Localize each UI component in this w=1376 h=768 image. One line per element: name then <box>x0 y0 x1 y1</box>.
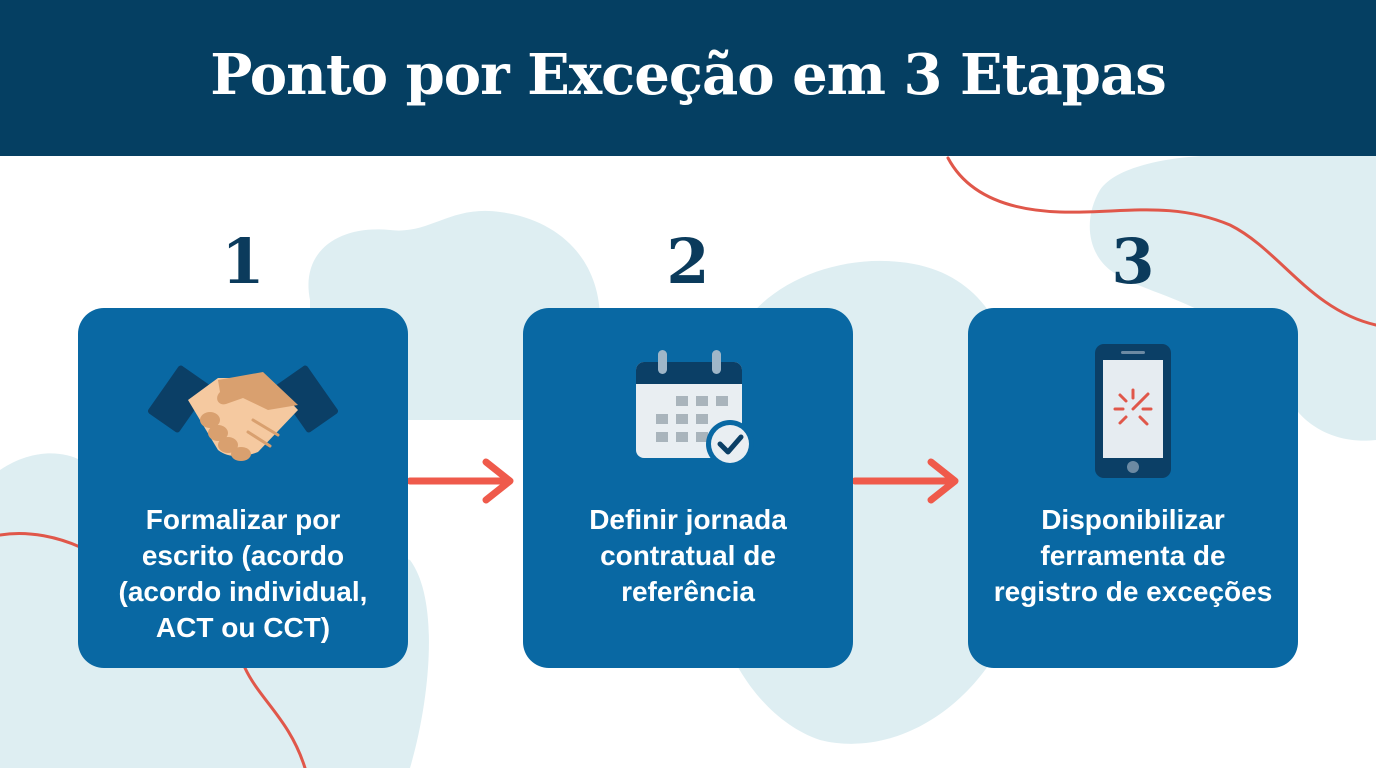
step-card-3: Disponibilizar ferramenta de registro de… <box>968 308 1298 668</box>
handshake-icon <box>78 340 408 480</box>
accent-curve-left <box>0 531 82 549</box>
text-line: (acordo individual, <box>118 576 368 607</box>
step-card-1: Formalizar por escrito (acordo (acordo i… <box>78 308 408 668</box>
text-line: contratual de <box>600 540 776 571</box>
text-line: Definir jornada <box>589 504 787 535</box>
step-card-2: Definir jornada contratual de referência <box>523 308 853 668</box>
text-line: ACT ou CCT) <box>155 612 331 643</box>
text-line: ferramenta de <box>1040 540 1226 571</box>
text-line: Formalizar por <box>145 504 341 535</box>
arrow-right-icon <box>853 458 959 504</box>
step-number-3: 3 <box>1111 225 1155 298</box>
text-line: Disponibilizar <box>1041 504 1225 535</box>
step-text-2: Definir jornada contratual de referência <box>533 502 843 610</box>
arrow-right-icon <box>408 458 514 504</box>
bg-blob-top-right <box>1089 155 1376 441</box>
page-title: Ponto por Exceção em 3 Etapas <box>210 42 1167 108</box>
header-banner: Ponto por Exceção em 3 Etapas <box>0 0 1376 156</box>
calendar-check-icon <box>523 340 853 480</box>
step-text-3: Disponibilizar ferramenta de registro de… <box>978 502 1288 610</box>
step-number-1: 1 <box>221 225 265 298</box>
accent-curve-top-right <box>946 156 1376 327</box>
step-text-1: Formalizar por escrito (acordo (acordo i… <box>88 502 398 646</box>
text-line: referência <box>621 576 755 607</box>
step-number-2: 2 <box>666 225 710 298</box>
text-line: escrito (acordo <box>141 540 345 571</box>
smartphone-clock-icon <box>968 344 1298 484</box>
accent-curve-bottom <box>243 666 307 768</box>
text-line: registro de exceções <box>993 576 1273 607</box>
